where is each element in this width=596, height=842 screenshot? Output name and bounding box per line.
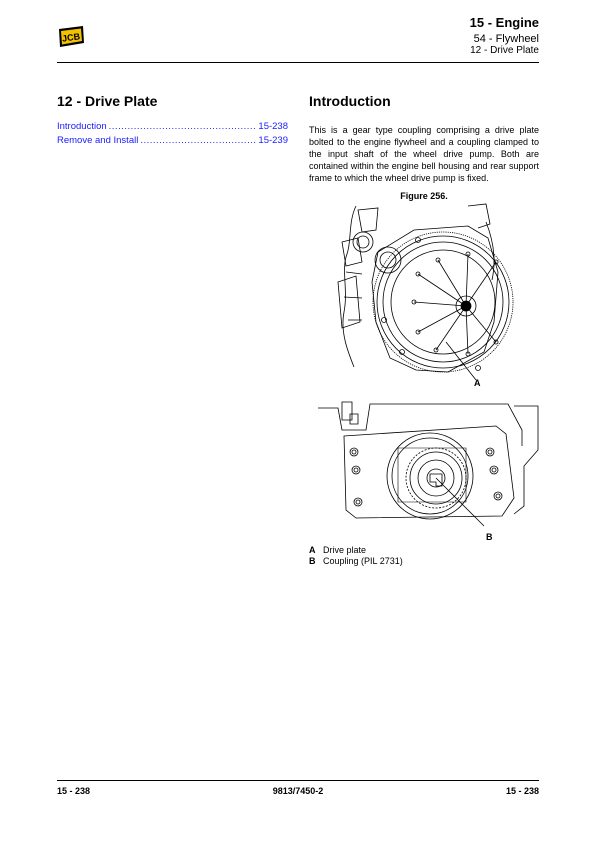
- callout-a-label: A: [474, 378, 481, 388]
- subsection-title: 54 - Flywheel: [473, 33, 539, 45]
- coupling-illustration: B: [318, 401, 539, 542]
- toc-link-remove-install[interactable]: Remove and Install .....................…: [57, 135, 288, 146]
- topic-title: 12 - Drive Plate: [470, 45, 539, 56]
- figure-legend: A Drive plate B Coupling (PIL 2731): [309, 545, 403, 567]
- intro-paragraph: This is a gear type coupling comprising …: [309, 125, 539, 183]
- jcb-logo: JCB: [59, 26, 84, 47]
- figure-caption: Figure 256.: [400, 191, 448, 201]
- footer-page-right: 15 - 238: [505, 786, 539, 796]
- footer-divider: [57, 780, 539, 781]
- flywheel-drive-plate-illustration: A: [337, 203, 514, 388]
- table-of-contents: Introduction ...........................…: [57, 121, 288, 149]
- legend-item-a: A Drive plate: [309, 545, 367, 555]
- toc-link-introduction[interactable]: Introduction ...........................…: [57, 121, 288, 132]
- section-title: 15 - Engine: [469, 15, 539, 30]
- intro-heading: Introduction: [309, 93, 391, 109]
- footer-doc-number: 9813/7450-2: [272, 786, 324, 796]
- legend-item-b: B Coupling (PIL 2731): [309, 556, 403, 566]
- svg-text:JCB: JCB: [61, 31, 81, 43]
- callout-b-label: B: [486, 532, 493, 542]
- toc-leader: ........................................…: [140, 135, 257, 146]
- toc-leader: ........................................…: [108, 121, 257, 132]
- footer-page-left: 15 - 238: [57, 786, 91, 796]
- header-divider: [57, 62, 539, 63]
- page-title: 12 - Drive Plate: [57, 93, 158, 109]
